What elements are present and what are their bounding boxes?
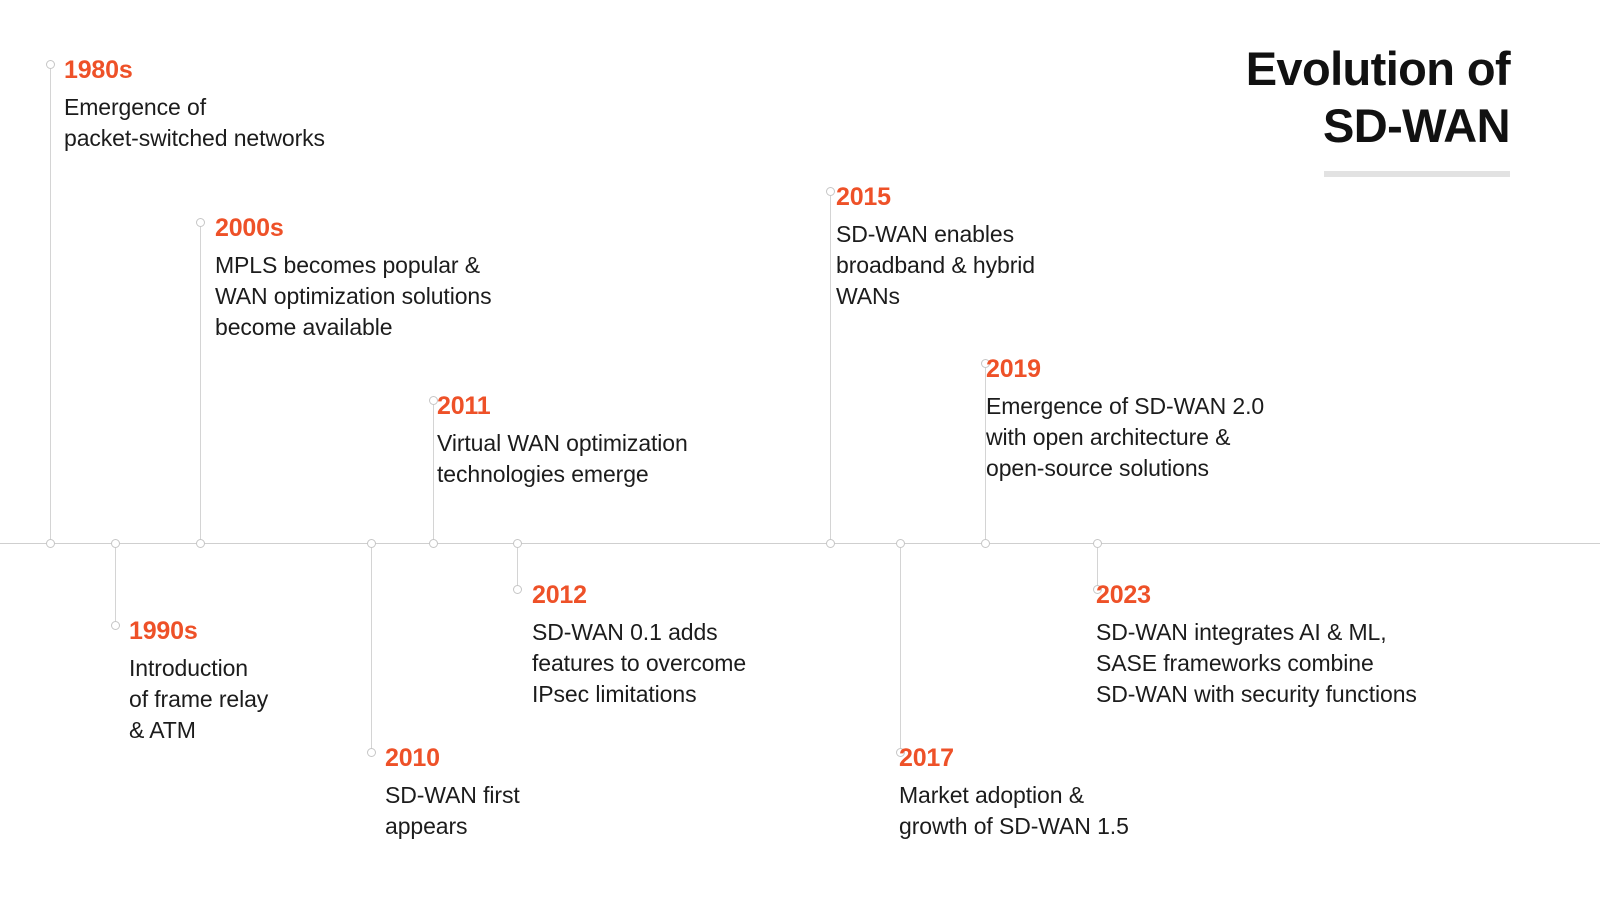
entry-description-2019: Emergence of SD-WAN 2.0 with open archit… [986, 393, 1265, 482]
connector-line-2017 [900, 543, 901, 752]
connector-line-1980s [50, 68, 51, 543]
axis-node-dot-2019[interactable] [981, 539, 990, 548]
label-node-dot-2023[interactable] [1093, 585, 1102, 594]
entry-year-2019: 2019 [986, 355, 1041, 383]
title-block: Evolution of SD-WAN [990, 40, 1511, 177]
axis-node-dot-2023[interactable] [1093, 539, 1102, 548]
connector-line-2012 [517, 543, 518, 589]
label-node-dot-1980s[interactable] [46, 60, 55, 69]
entry-year-1980s: 1980s [64, 56, 133, 84]
connector-line-2011 [433, 404, 434, 543]
label-node-dot-2011[interactable] [429, 396, 438, 405]
entry-year-2000s: 2000s [215, 214, 284, 242]
axis-node-dot-2017[interactable] [896, 539, 905, 548]
axis-node-dot-1980s[interactable] [46, 539, 55, 548]
label-node-dot-2015[interactable] [826, 187, 835, 196]
entry-year-2011: 2011 [437, 392, 491, 420]
entry-year-2017: 2017 [899, 744, 954, 772]
entry-year-2023: 2023 [1096, 581, 1151, 609]
axis-node-dot-2000s[interactable] [196, 539, 205, 548]
entry-description-2017: Market adoption & growth of SD-WAN 1.5 [899, 782, 1129, 840]
entry-description-2011: Virtual WAN optimization technologies em… [437, 430, 688, 488]
connector-line-2023 [1097, 543, 1098, 589]
page-title-line-1: Evolution of [1245, 42, 1511, 95]
entry-year-2015: 2015 [836, 183, 891, 211]
entry-description-2010: SD-WAN first appears [385, 782, 520, 840]
axis-node-dot-2011[interactable] [429, 539, 438, 548]
connector-line-2010 [371, 543, 372, 752]
entry-description-2015: SD-WAN enables broadband & hybrid WANs [836, 221, 1035, 310]
entry-description-1980s: Emergence of packet-switched networks [64, 94, 325, 152]
entry-year-2010: 2010 [385, 744, 440, 772]
connector-line-2015 [830, 195, 831, 543]
axis-node-dot-1990s[interactable] [111, 539, 120, 548]
page-title-line-2: SD-WAN [1323, 99, 1511, 153]
entry-year-2012: 2012 [532, 581, 587, 609]
label-node-dot-2017[interactable] [896, 748, 905, 757]
axis-node-dot-2010[interactable] [367, 539, 376, 548]
connector-line-2019 [985, 367, 986, 543]
label-node-dot-2019[interactable] [981, 359, 990, 368]
entry-description-1990s: Introduction of frame relay & ATM [129, 655, 269, 744]
label-node-dot-2012[interactable] [513, 585, 522, 594]
axis-node-dot-2012[interactable] [513, 539, 522, 548]
label-node-dot-1990s[interactable] [111, 621, 120, 630]
entry-description-2012: SD-WAN 0.1 adds features to overcome IPs… [532, 619, 747, 708]
entry-description-2023: SD-WAN integrates AI & ML, SASE framewor… [1096, 619, 1417, 708]
timeline-axis [0, 543, 1600, 544]
entry-description-2000s: MPLS becomes popular & WAN optimization … [215, 252, 492, 341]
connector-line-1990s [115, 543, 116, 625]
connector-line-2000s [200, 226, 201, 543]
label-node-dot-2010[interactable] [367, 748, 376, 757]
label-node-dot-2000s[interactable] [196, 218, 205, 227]
axis-node-dot-2015[interactable] [826, 539, 835, 548]
entry-year-1990s: 1990s [129, 617, 198, 645]
title-underline-rule [1324, 170, 1510, 177]
